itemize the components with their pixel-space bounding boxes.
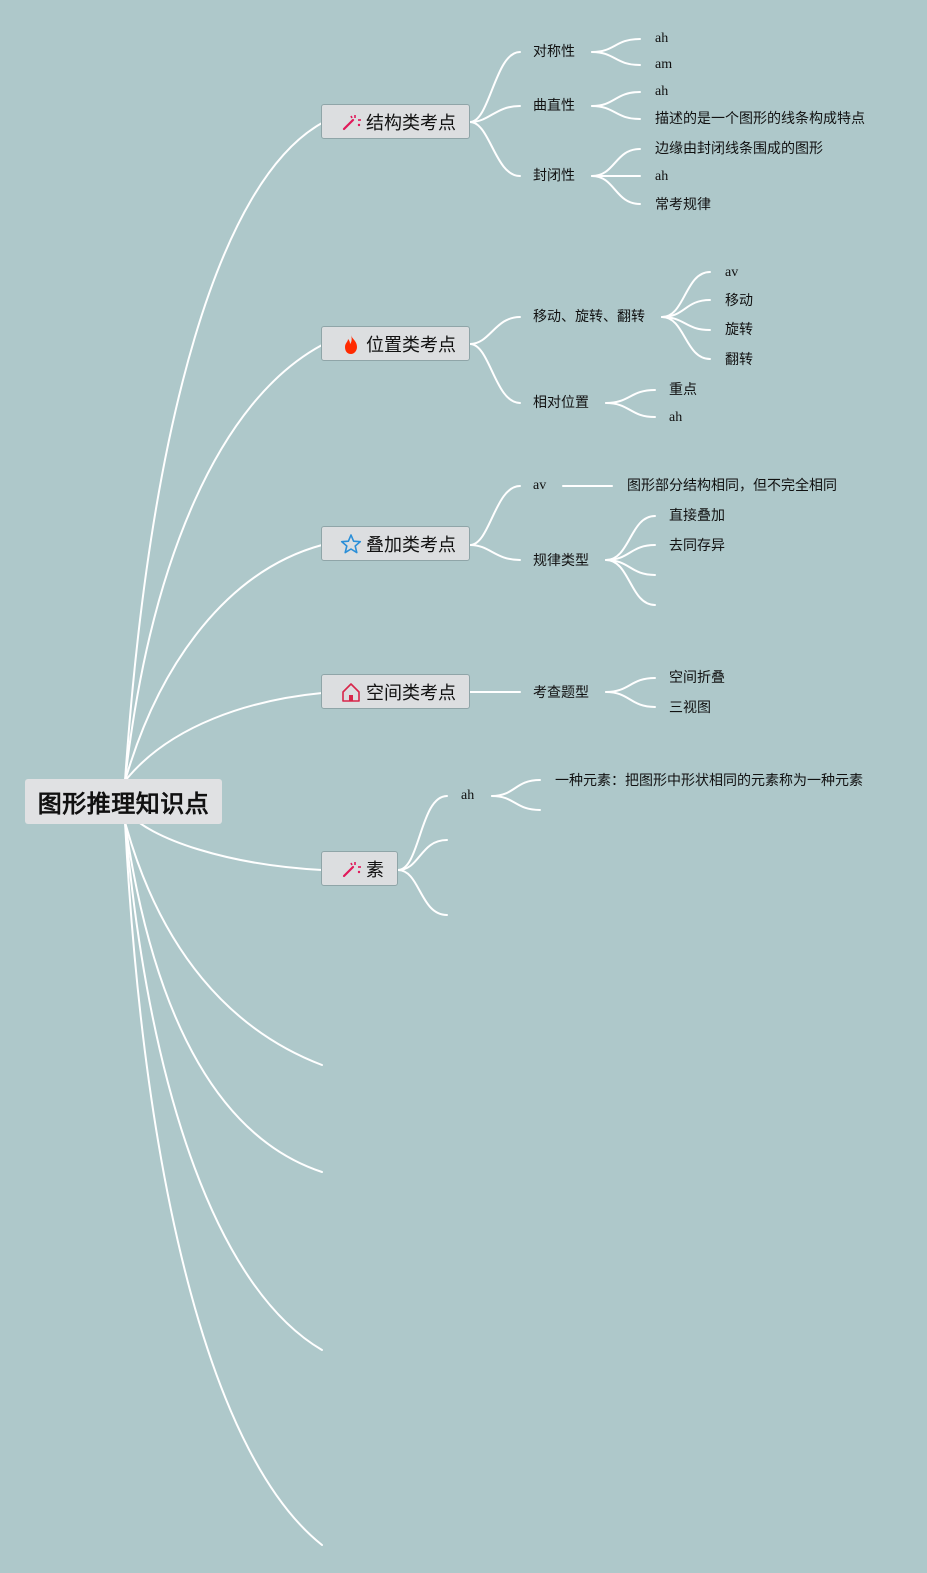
- topic-closure[interactable]: 封闭性: [533, 168, 575, 184]
- leaf-item[interactable]: 边缘由封闭线条围成的图形: [655, 141, 823, 157]
- leaf-item[interactable]: 三视图: [669, 700, 711, 716]
- branch-label: 空间类考点: [366, 682, 456, 704]
- leaf-item[interactable]: 描述的是一个图形的线条构成特点: [655, 111, 865, 127]
- branch-overlay[interactable]: 叠加类考点: [321, 526, 470, 561]
- branch-label: 叠加类考点: [366, 534, 456, 556]
- leaf-item[interactable]: ah: [655, 169, 669, 184]
- leaf-item[interactable]: ah: [655, 84, 669, 99]
- home-icon: [340, 681, 362, 703]
- leaf-item[interactable]: ah: [669, 410, 683, 425]
- leaf-item[interactable]: av: [725, 265, 739, 280]
- branch-label: 位置类考点: [366, 334, 456, 356]
- fire-icon: [340, 333, 362, 355]
- branch-position[interactable]: 位置类考点: [321, 326, 470, 361]
- root-topic[interactable]: 图形推理知识点: [25, 779, 222, 824]
- leaf-item[interactable]: 常考规律: [655, 197, 711, 213]
- topic-item[interactable]: av: [533, 478, 547, 493]
- branch-element[interactable]: 素: [321, 851, 398, 886]
- leaf-item[interactable]: 移动: [725, 293, 753, 309]
- topic-move-rotate-flip[interactable]: 移动、旋转、翻转: [533, 309, 645, 325]
- branch-label: 素: [366, 859, 384, 881]
- topic-relative-position[interactable]: 相对位置: [533, 395, 589, 411]
- branch-structure[interactable]: 结构类考点: [321, 104, 470, 139]
- leaf-item[interactable]: 去同存异: [669, 538, 725, 554]
- leaf-item[interactable]: 重点: [669, 382, 697, 398]
- branch-spatial[interactable]: 空间类考点: [321, 674, 470, 709]
- magic-wand-icon: [340, 111, 362, 133]
- star-icon: [340, 533, 362, 555]
- leaf-item[interactable]: am: [655, 57, 673, 72]
- magic-wand-icon: [340, 858, 362, 880]
- leaf-item[interactable]: 直接叠加: [669, 508, 725, 524]
- branch-label: 结构类考点: [366, 112, 456, 134]
- topic-pattern-type[interactable]: 规律类型: [533, 553, 589, 569]
- topic-question-type[interactable]: 考查题型: [533, 685, 589, 701]
- leaf-item[interactable]: 空间折叠: [669, 670, 725, 686]
- leaf-item[interactable]: 一种元素：把图形中形状相同的元素称为一种元素: [555, 773, 863, 789]
- leaf-item[interactable]: 图形部分结构相同，但不完全相同: [627, 478, 837, 494]
- topic-curvature[interactable]: 曲直性: [533, 98, 575, 114]
- topic-symmetry[interactable]: 对称性: [533, 44, 575, 60]
- leaf-item[interactable]: 翻转: [725, 352, 753, 368]
- leaf-item[interactable]: 旋转: [725, 322, 753, 338]
- topic-item[interactable]: ah: [461, 788, 475, 803]
- leaf-item[interactable]: ah: [655, 31, 669, 46]
